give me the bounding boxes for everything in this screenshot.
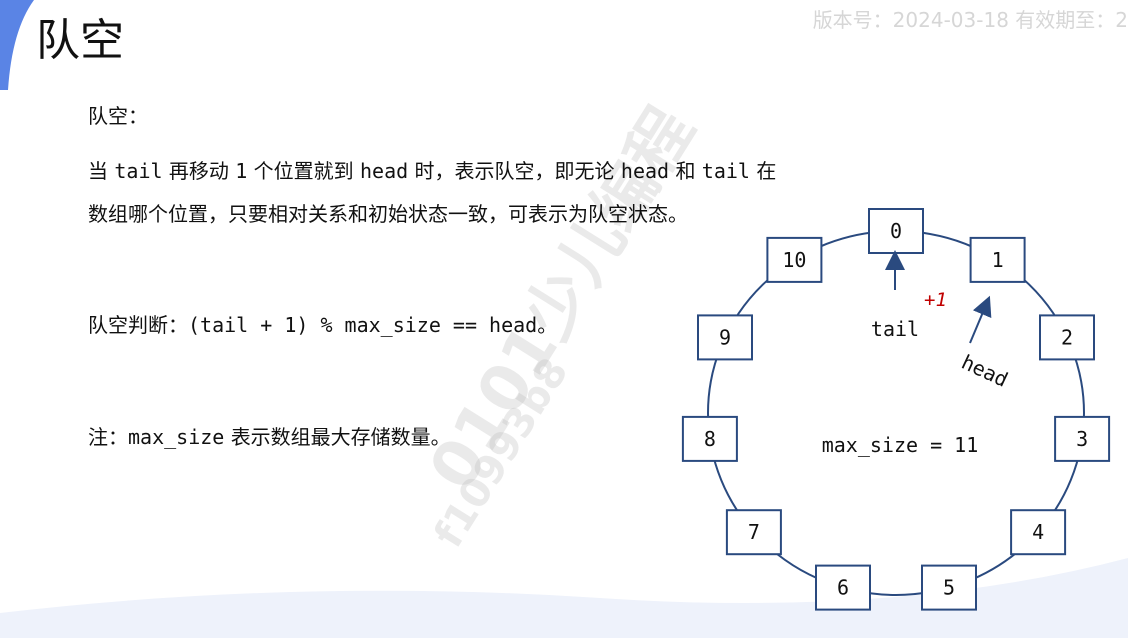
para-text: 再移动 — [168, 159, 229, 183]
queue-cell-box — [725, 509, 782, 556]
code-head: head — [360, 159, 409, 183]
queue-cell-box — [815, 564, 871, 611]
queue-cell-box — [1010, 509, 1067, 556]
head-label: head — [958, 350, 1012, 392]
section-heading: 队空： — [88, 104, 148, 128]
queue-cell-box — [697, 314, 753, 361]
queue-cell-box — [681, 415, 738, 462]
para-text: 在 — [756, 159, 777, 183]
queue-cell-index: 8 — [704, 427, 716, 451]
queue-cell-2: 2 — [1039, 314, 1095, 361]
corner-accent — [0, 0, 34, 90]
check-expression: (tail + 1) % max_size == head — [188, 313, 538, 337]
empty-check: 队空判断：(tail + 1) % max_size == head。 — [88, 309, 557, 338]
queue-cell-8: 8 — [681, 415, 738, 462]
max-size-label: max_size = 11 — [822, 433, 979, 457]
queue-cell-index: 3 — [1076, 427, 1088, 451]
queue-cell-7: 7 — [725, 509, 782, 556]
plus-one-label: +1 — [924, 289, 947, 311]
queue-cell-5: 5 — [921, 564, 977, 611]
queue-cell-index: 0 — [890, 219, 902, 243]
queue-cell-index: 5 — [943, 576, 955, 600]
queue-cell-index: 4 — [1032, 520, 1044, 544]
queue-cell-index: 2 — [1061, 325, 1073, 349]
code-tail: tail — [114, 159, 163, 183]
note-label: 注： — [88, 425, 128, 449]
queue-cell-box — [766, 236, 823, 283]
queue-cell-6: 6 — [815, 564, 871, 611]
queue-cell-3: 3 — [1054, 415, 1111, 462]
check-end: 。 — [537, 313, 558, 337]
queue-cell-box — [969, 236, 1026, 283]
code-tail: tail — [701, 159, 750, 183]
paragraph-line-1: 当 tail 再移动 1 个位置就到 head 时，表示队空，即无论 head … — [88, 155, 776, 184]
queue-cell-box — [921, 564, 977, 611]
queue-cell-box — [1054, 415, 1111, 462]
check-label: 队空判断： — [88, 313, 188, 337]
note-text: 表示数组最大存储数量。 — [230, 425, 451, 449]
paragraph-line-2: 数组哪个位置，只要相对关系和初始状态一致，可表示为队空状态。 — [88, 202, 688, 226]
queue-cell-index: 7 — [748, 520, 760, 544]
queue-cell-4: 4 — [1010, 509, 1067, 556]
queue-cell-index: 1 — [992, 248, 1004, 272]
bottom-wave — [0, 558, 1128, 638]
para-text: 时，表示队空，即无论 — [414, 159, 615, 183]
tail-label: tail — [871, 317, 919, 341]
note-code: max_size — [128, 425, 225, 449]
queue-cell-index: 9 — [719, 325, 731, 349]
code-head: head — [620, 159, 670, 183]
queue-cell-index: 6 — [837, 576, 849, 600]
queue-cell-10: 10 — [766, 236, 823, 283]
queue-cell-1: 1 — [969, 236, 1026, 283]
version-label: 版本号：2024-03-18 有效期至：2 — [812, 8, 1128, 32]
queue-cell-index: 10 — [782, 248, 806, 272]
para-text: 和 — [675, 159, 696, 183]
head-arrow — [969, 295, 992, 344]
code-one: 1 — [235, 159, 248, 183]
circular-queue-diagram: 0 1 2 3 4 5 6 7 8 9 10 tail head +1 max_size = 11 — [681, 208, 1111, 611]
slide-title: 队空 — [36, 15, 124, 66]
queue-cell-box — [868, 208, 924, 254]
para-text: 当 — [88, 159, 108, 183]
queue-cell-box — [1039, 314, 1095, 361]
queue-cell-0: 0 — [868, 208, 924, 254]
note: 注：max_size 表示数组最大存储数量。 — [88, 421, 451, 450]
para-text: 个位置就到 — [253, 159, 354, 183]
queue-cell-9: 9 — [697, 314, 753, 361]
